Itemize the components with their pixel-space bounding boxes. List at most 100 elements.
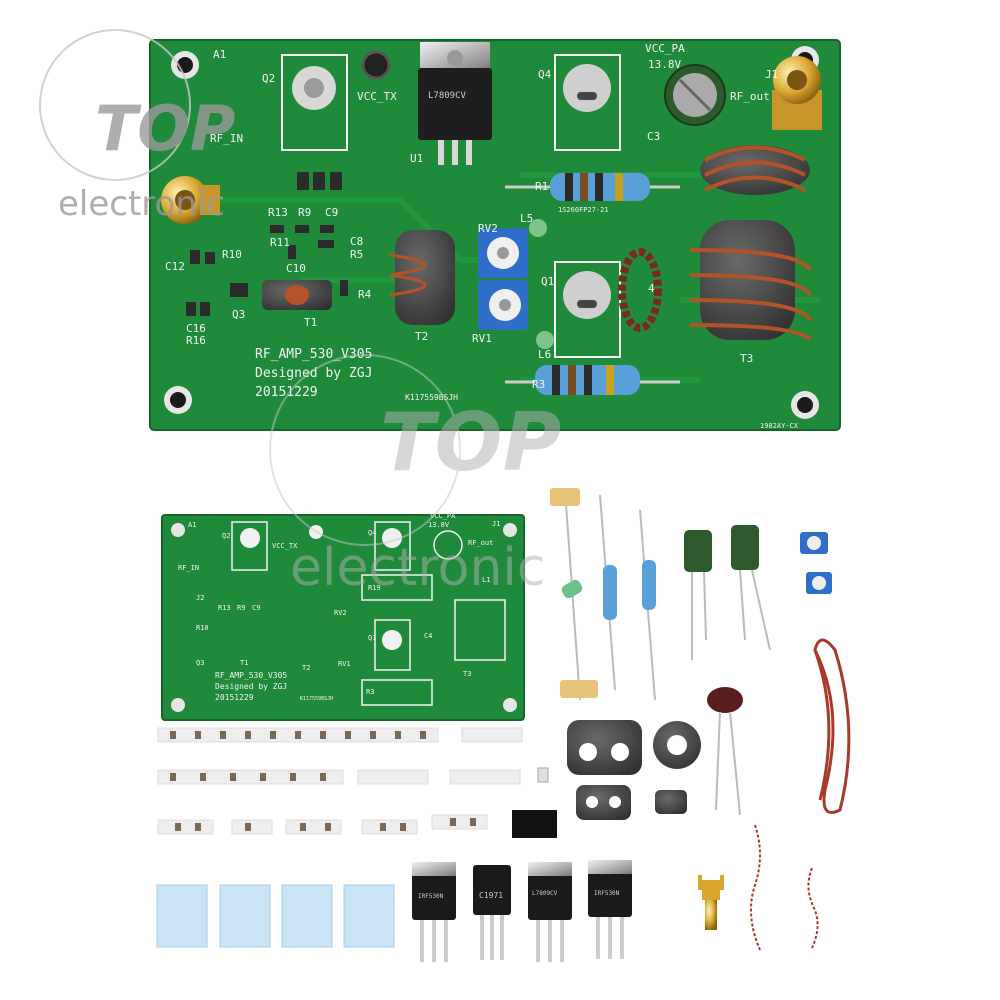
- svg-text:RV2: RV2: [334, 609, 347, 617]
- svg-text:L1: L1: [482, 576, 490, 584]
- smd-component-strips: [157, 727, 557, 838]
- transistor-footprint-q2: [281, 54, 348, 151]
- svg-text:T1: T1: [240, 659, 248, 667]
- svg-text:R4: R4: [358, 288, 372, 301]
- svg-text:RF_out: RF_out: [468, 539, 493, 547]
- bare-pcb-title: RF_AMP_530_V305: [215, 671, 287, 680]
- svg-text:IRF530N: IRF530N: [594, 890, 620, 897]
- trimmer-rv2: [478, 228, 528, 278]
- svg-text:A1: A1: [188, 521, 196, 529]
- power-resistor-r3: [505, 365, 680, 395]
- svg-text:R11: R11: [270, 236, 290, 249]
- svg-text:C12: C12: [165, 260, 185, 273]
- svg-text:IRF530N: IRF530N: [418, 893, 444, 900]
- ferrite-cores: [567, 720, 701, 820]
- inductor-l4: [618, 248, 662, 332]
- main-board-designer: Designed by ZGJ: [255, 366, 372, 381]
- svg-text:L7809CV: L7809CV: [428, 91, 467, 101]
- svg-text:Q3: Q3: [232, 308, 245, 321]
- to220-transistor-4: IRF530N: [588, 860, 632, 959]
- main-board-date: 20151229: [255, 385, 318, 400]
- svg-text:VCC_TX: VCC_TX: [357, 90, 397, 103]
- svg-text:J2: J2: [196, 594, 204, 602]
- bare-pcb-silkscreen: A1 Q2 VCC_TX Q4 VCC_PA 13.8V J1 RF_out R…: [178, 512, 500, 702]
- svg-text:Q2: Q2: [262, 72, 275, 85]
- svg-text:RF_out: RF_out: [730, 90, 770, 103]
- svg-text:Q3: Q3: [196, 659, 204, 667]
- svg-text:C8: C8: [350, 235, 363, 248]
- to220-transistor-1: IRF530N: [412, 862, 456, 962]
- to220-transistor-2: C1971: [473, 865, 511, 960]
- svg-text:RV2: RV2: [478, 222, 498, 235]
- svg-text:VCC_PA: VCC_PA: [430, 512, 456, 520]
- ceramic-capacitor-l5: [529, 219, 547, 237]
- vcc-tx-pad: [361, 50, 391, 80]
- svg-text:T2: T2: [415, 330, 428, 343]
- svg-text:U1: U1: [410, 152, 423, 165]
- svg-text:RV1: RV1: [338, 660, 351, 668]
- svg-text:C4: C4: [424, 632, 432, 640]
- electrolytic-capacitor-c3: [664, 64, 726, 126]
- transformer-t3: [689, 220, 812, 342]
- svg-text:R9: R9: [237, 604, 245, 612]
- svg-text:VCC_PA: VCC_PA: [645, 42, 685, 55]
- loose-trimmers: [800, 532, 832, 594]
- thermal-insulating-pads: [156, 884, 395, 948]
- svg-text:L7809CV: L7809CV: [532, 890, 558, 897]
- svg-text:4: 4: [648, 282, 655, 295]
- twisted-wire-pair-1: [750, 824, 761, 951]
- sma-connector-j1: [772, 56, 822, 130]
- svg-text:K117559BSJH: K117559BSJH: [300, 696, 333, 702]
- bare-pcb: A1 Q2 VCC_TX Q4 VCC_PA 13.8V J1 RF_out R…: [161, 512, 525, 721]
- transistor-footprint-q1: [554, 261, 621, 358]
- svg-text:C10: C10: [286, 262, 306, 275]
- trimmer-rv1: [478, 280, 528, 330]
- svg-text:R13: R13: [218, 604, 231, 612]
- svg-text:R13: R13: [268, 206, 288, 219]
- svg-text:T2: T2: [302, 664, 310, 672]
- svg-text:electronic: electronic: [58, 184, 225, 224]
- main-assembled-board: L7809CV: [149, 39, 841, 431]
- svg-text:RV1: RV1: [472, 332, 492, 345]
- smd-components: [186, 172, 348, 316]
- sma-connector-j2: [161, 176, 220, 224]
- inductor-l1: [700, 145, 810, 195]
- bare-pcb-date: 20151229: [215, 693, 254, 702]
- svg-text:C9: C9: [325, 206, 338, 219]
- loose-electrolytic-capacitors: [684, 525, 771, 660]
- power-resistor-r1: [505, 173, 680, 201]
- svg-text:13.8V: 13.8V: [648, 58, 681, 71]
- loose-sma-connector: [698, 875, 724, 930]
- svg-text:T1: T1: [304, 316, 317, 329]
- main-board-silkscreen: A1 Q2 VCC_TX Q4 VCC_PA 13.8V J1 RF_out C…: [165, 42, 799, 430]
- voltage-regulator-u1: L7809CV: [418, 42, 492, 165]
- svg-text:1982AY-CX: 1982AY-CX: [760, 422, 799, 430]
- svg-text:C16: C16: [186, 322, 206, 335]
- svg-text:Q4: Q4: [368, 529, 376, 537]
- svg-text:R3: R3: [532, 378, 545, 391]
- mounting-hole: [164, 46, 819, 419]
- svg-text:R5: R5: [350, 248, 363, 261]
- svg-text:Q4: Q4: [538, 68, 552, 81]
- transistor-footprint-q4: [554, 54, 621, 151]
- svg-text:J1: J1: [765, 68, 778, 81]
- svg-text:RF_IN: RF_IN: [178, 564, 199, 572]
- svg-text:R3: R3: [366, 688, 374, 696]
- watermark-center: TOP electronic: [269, 354, 561, 598]
- svg-text:K117559BSJH: K117559BSJH: [405, 393, 458, 402]
- svg-text:T3: T3: [463, 670, 471, 678]
- svg-text:VCC_TX: VCC_TX: [272, 542, 298, 550]
- bare-pcb-designer: Designed by ZGJ: [215, 682, 287, 691]
- axial-resistors: [550, 488, 656, 701]
- svg-text:L5: L5: [520, 212, 533, 225]
- transformer-t2: [389, 230, 455, 325]
- svg-text:A1: A1: [213, 48, 226, 61]
- svg-text:13.8V: 13.8V: [428, 521, 450, 529]
- svg-text:electronic: electronic: [290, 538, 545, 598]
- svg-text:RF_IN: RF_IN: [210, 132, 243, 145]
- svg-text:1S260FP27-21: 1S260FP27-21: [558, 206, 609, 214]
- ceramic-capacitor-l6: [536, 331, 554, 349]
- svg-text:J1: J1: [492, 520, 500, 528]
- to220-regulator: L7809CV: [528, 862, 572, 962]
